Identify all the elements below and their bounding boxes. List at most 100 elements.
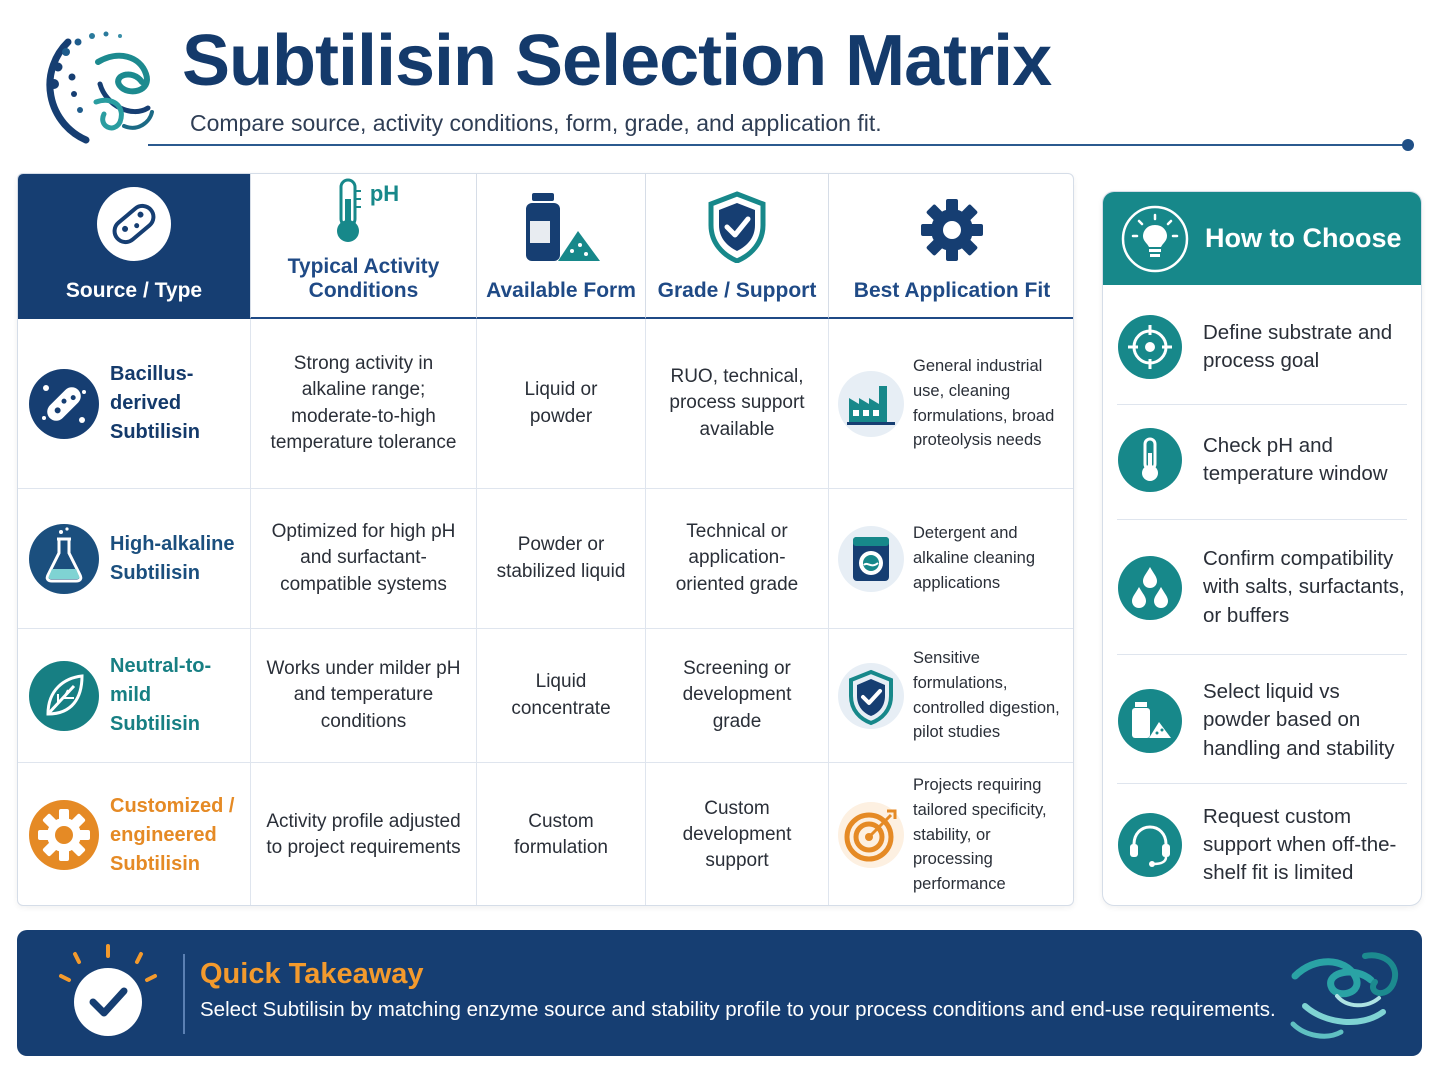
bacteria-icon xyxy=(95,185,173,269)
thermometer-icon: pH xyxy=(328,177,399,245)
flask-icon xyxy=(28,523,100,595)
column-header-conditions: pH Typical Activity Conditions xyxy=(251,174,477,319)
choose-step: Confirm compatibility with salts, surfac… xyxy=(1117,535,1409,640)
page-subtitle: Compare source, activity conditions, for… xyxy=(190,110,882,136)
grade-cell: Technical or application-oriented grade xyxy=(646,489,829,628)
quick-takeaway-banner: Quick Takeaway Select Subtilisin by matc… xyxy=(17,930,1422,1056)
choose-step: Check pH and temperature window xyxy=(1117,420,1409,500)
lightbulb-icon xyxy=(1121,205,1189,273)
target-icon xyxy=(837,801,905,869)
source-label-line: Neutral-to-mild xyxy=(110,655,212,706)
choose-step-text: Request custom support when off-the-shel… xyxy=(1203,804,1397,885)
page-title: Subtilisin Selection Matrix xyxy=(182,21,1052,101)
source-label-line: High-alkaline xyxy=(110,532,235,555)
column-header-grade: Grade / Support xyxy=(646,174,829,319)
source-label: Customized / engineered Subtilisin xyxy=(110,792,234,879)
source-label: Bacillus-derived Subtilisin xyxy=(110,360,236,447)
fit-cell: Projects requiring tailored specificity,… xyxy=(829,763,1073,905)
shield-check-icon xyxy=(707,191,767,269)
selection-matrix: Source / Type pH Typical Activity Condit… xyxy=(17,173,1074,906)
washing-machine-icon xyxy=(837,525,905,593)
source-label-line: Subtilisin xyxy=(110,421,200,443)
takeaway-title: Quick Takeaway xyxy=(200,958,424,990)
factory-icon xyxy=(837,370,905,438)
source-label-line: Subtilisin xyxy=(110,852,200,875)
column-header-label: Typical Activity xyxy=(287,255,440,278)
ph-tag: pH xyxy=(369,181,400,206)
matrix-row: Bacillus-derived Subtilisin Strong activ… xyxy=(18,319,1073,489)
fit-text: Sensitive formulations, controlled diges… xyxy=(913,649,1060,742)
thermometer-icon xyxy=(1117,427,1183,493)
headset-icon xyxy=(1117,812,1183,878)
takeaway-text: Select Subtilisin by matching enzyme sou… xyxy=(200,998,1276,1021)
fit-text: Projects requiring tailored specificity,… xyxy=(913,776,1047,894)
conditions-cell: Optimized for high pH and surfactant-com… xyxy=(251,489,477,628)
source-label-line: Bacillus-derived xyxy=(110,363,194,414)
droplets-icon xyxy=(1117,555,1183,621)
form-cell: Custom formulation xyxy=(477,763,646,905)
source-label-line: Customized / xyxy=(110,794,235,817)
choose-step-text: Confirm compatibility with salts, surfac… xyxy=(1203,547,1405,627)
choose-step-text: Select liquid vs powder based on handlin… xyxy=(1203,680,1395,760)
choose-step: Define substrate and process goal xyxy=(1117,307,1409,387)
column-header-fit: Best Application Fit xyxy=(829,174,1073,319)
choose-step: Select liquid vs powder based on handlin… xyxy=(1117,668,1409,773)
bacteria-icon xyxy=(28,368,100,440)
source-cell: Neutral-to-mild Subtilisin xyxy=(18,629,251,762)
step-divider xyxy=(1117,519,1407,520)
step-divider xyxy=(1117,404,1407,405)
grade-cell: RUO, technical, process support availabl… xyxy=(646,319,829,488)
source-label-line: Subtilisin xyxy=(110,713,200,735)
source-cell: High-alkaline Subtilisin xyxy=(18,489,251,628)
step-divider xyxy=(1117,654,1407,655)
gear-icon xyxy=(28,799,100,871)
fit-text: General industrial use, cleaning formula… xyxy=(913,357,1055,450)
source-cell: Customized / engineered Subtilisin xyxy=(18,763,251,905)
header-divider-dot xyxy=(1402,139,1414,151)
conditions-cell: Strong activity in alkaline range; moder… xyxy=(251,319,477,488)
choose-step-text: Check pH and temperature window xyxy=(1203,433,1388,485)
gear-icon xyxy=(919,197,985,269)
matrix-row: Customized / engineered Subtilisin Activ… xyxy=(18,763,1073,905)
conditions-cell: Works under milder pH and temperature co… xyxy=(251,629,477,762)
fit-cell: Sensitive formulations, controlled diges… xyxy=(829,629,1073,762)
column-header-label: Source / Type xyxy=(65,279,203,302)
matrix-header-row: Source / Type pH Typical Activity Condit… xyxy=(18,174,1073,319)
fit-text: Detergent and alkaline cleaning applicat… xyxy=(913,524,1036,592)
choose-step-text: Define substrate and process goal xyxy=(1203,320,1393,372)
conditions-cell: Activity profile adjusted to project req… xyxy=(251,763,477,905)
how-to-choose-header: How to Choose xyxy=(1103,192,1421,285)
matrix-row: Neutral-to-mild Subtilisin Works under m… xyxy=(18,629,1073,763)
bottle-powder-icon xyxy=(520,191,602,269)
bottle-powder-icon xyxy=(1117,688,1183,754)
crosshair-icon xyxy=(1117,314,1183,380)
source-label-line: engineered xyxy=(110,823,217,846)
column-header-form: Available Form xyxy=(477,174,646,319)
header-divider xyxy=(148,144,1412,146)
how-to-choose-title: How to Choose xyxy=(1205,223,1402,253)
source-label-line: Subtilisin xyxy=(110,561,200,584)
step-divider xyxy=(1117,783,1407,784)
source-cell: Bacillus-derived Subtilisin xyxy=(18,319,251,488)
choose-step: Request custom support when off-the-shel… xyxy=(1117,795,1409,895)
logo xyxy=(28,22,168,152)
column-header-label: Grade / Support xyxy=(657,279,817,302)
form-cell: Powder or stabilized liquid xyxy=(477,489,646,628)
column-header-label: Conditions xyxy=(308,279,419,302)
form-cell: Liquid concentrate xyxy=(477,629,646,762)
leaf-icon xyxy=(28,660,100,732)
grade-cell: Custom development support xyxy=(646,763,829,905)
check-badge-icon xyxy=(53,944,163,1044)
column-header-label: Available Form xyxy=(486,279,636,302)
matrix-row: High-alkaline Subtilisin Optimized for h… xyxy=(18,489,1073,629)
takeaway-divider xyxy=(183,954,185,1034)
protein-structure-icon xyxy=(1275,936,1415,1052)
shield-check-icon xyxy=(837,662,905,730)
grade-cell: Screening or development grade xyxy=(646,629,829,762)
column-header-label: Best Application Fit xyxy=(853,279,1051,302)
how-to-choose-panel: How to Choose Define substrate and proce… xyxy=(1102,191,1422,906)
source-label: High-alkaline Subtilisin xyxy=(110,530,234,588)
source-label: Neutral-to-mild Subtilisin xyxy=(110,652,236,739)
fit-cell: Detergent and alkaline cleaning applicat… xyxy=(829,489,1073,628)
form-cell: Liquid or powder xyxy=(477,319,646,488)
